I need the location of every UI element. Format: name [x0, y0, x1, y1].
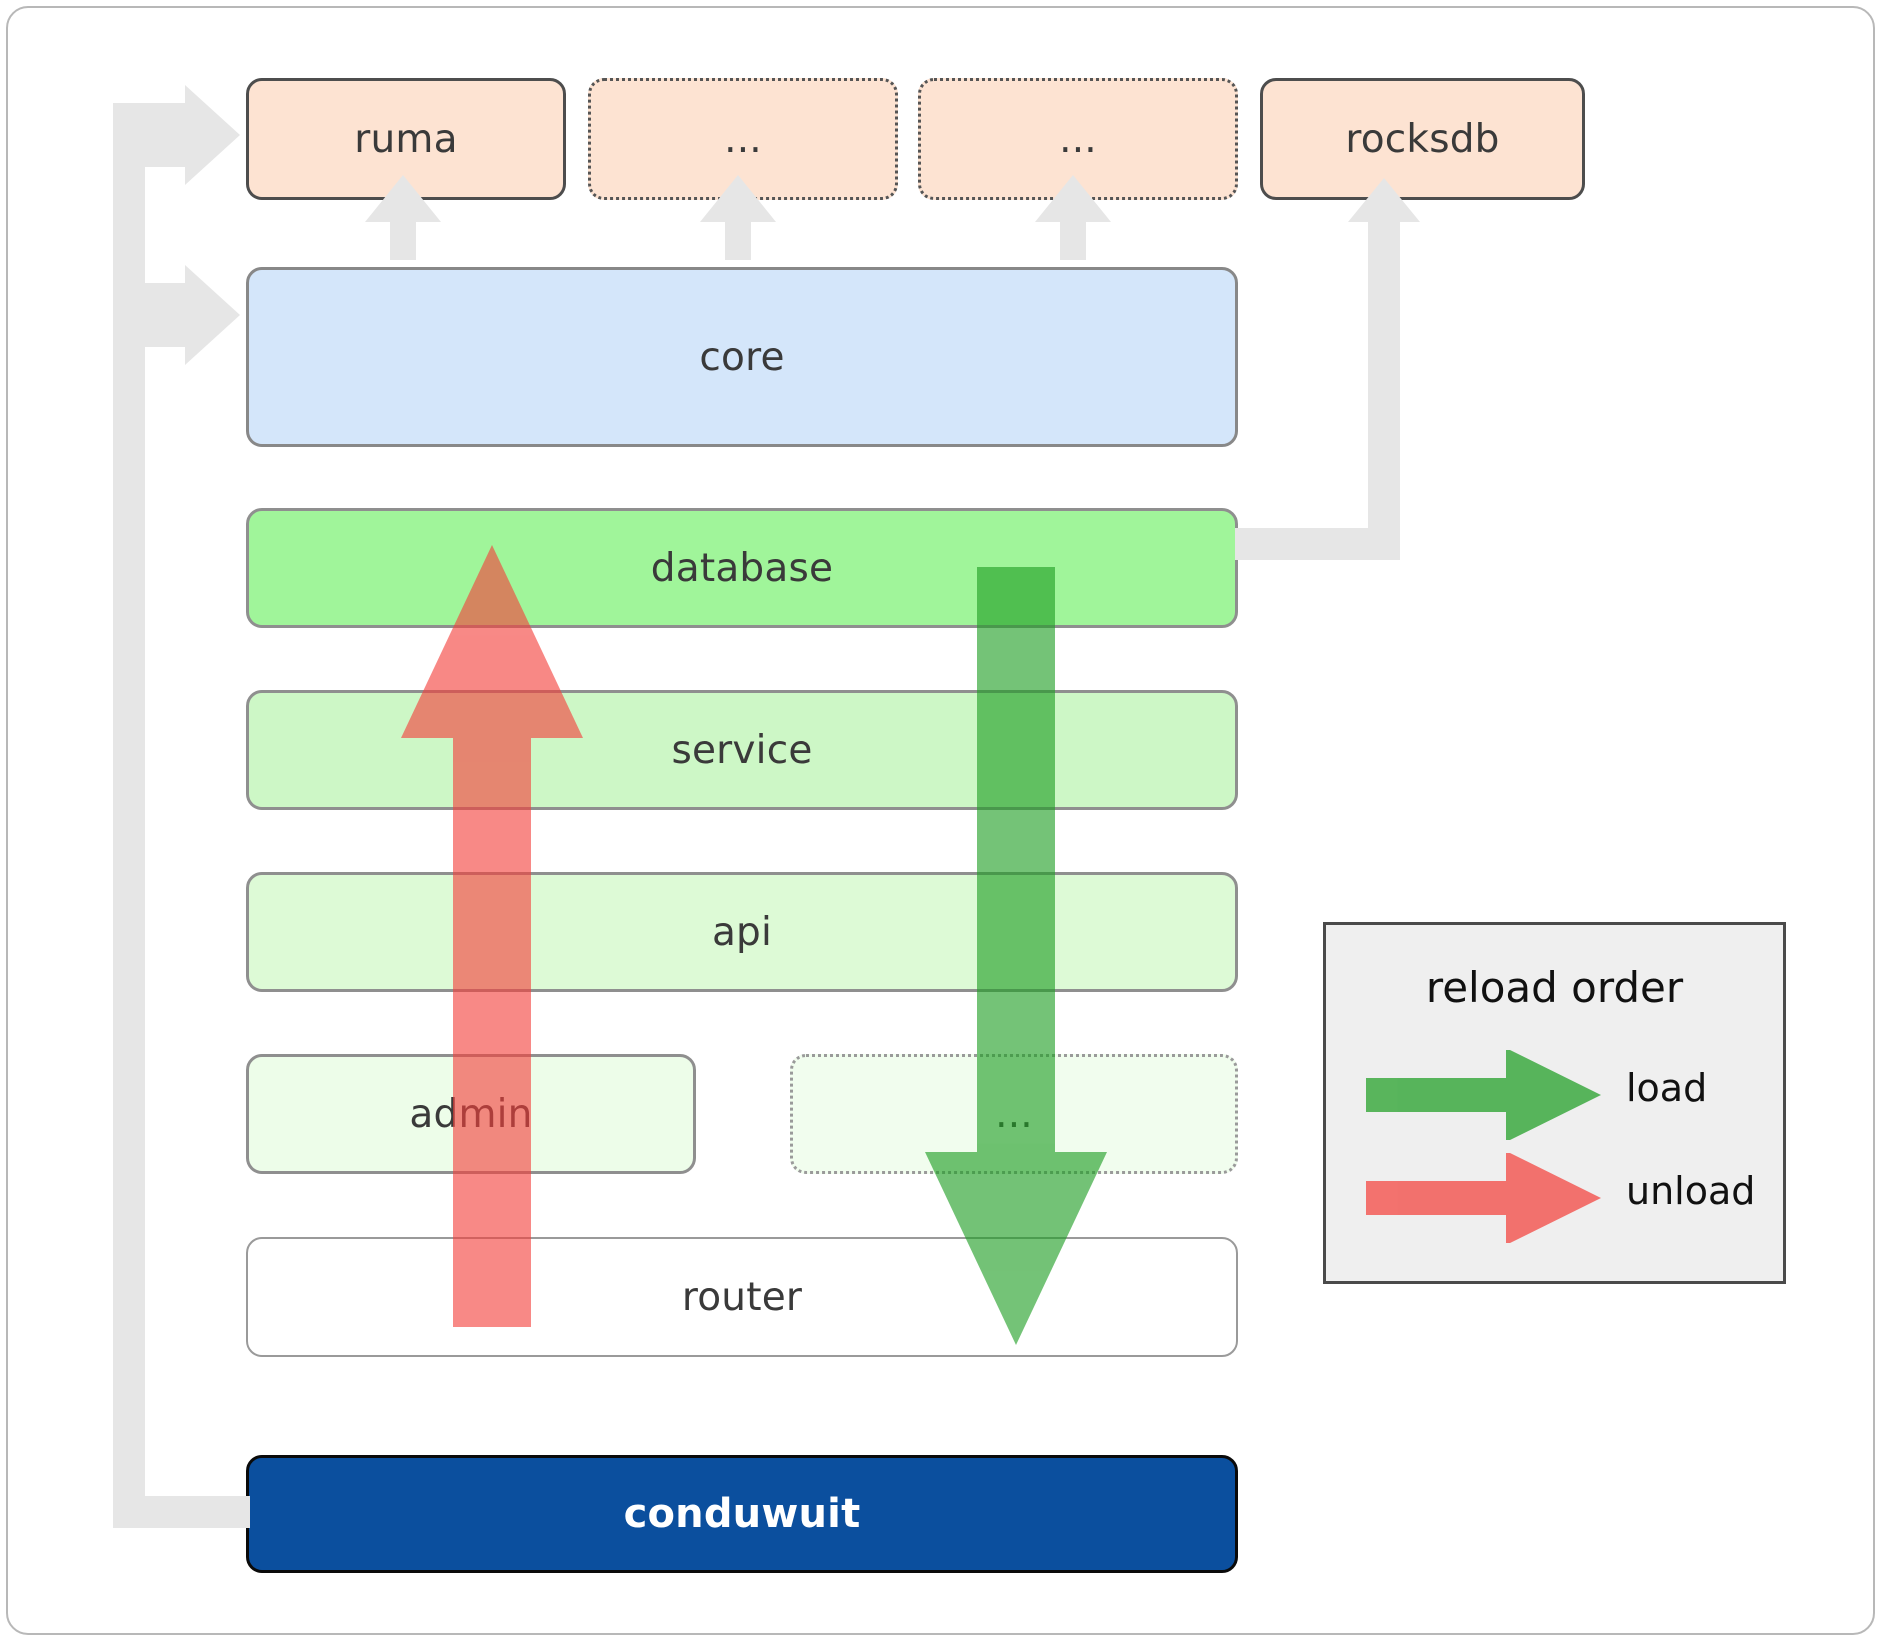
crate-box-router[interactable]: router [246, 1237, 1238, 1357]
dependency-box-placeholder-2[interactable]: ... [918, 78, 1238, 200]
legend-label-load: load [1626, 1066, 1708, 1110]
crate-box-conduwuit[interactable]: conduwuit [246, 1455, 1238, 1573]
crate-box-admin[interactable]: admin [246, 1054, 696, 1174]
dependency-box-placeholder-1[interactable]: ... [588, 78, 898, 200]
legend-row-unload: unload [1326, 1153, 1783, 1243]
crate-box-placeholder-3[interactable]: ... [790, 1054, 1238, 1174]
legend-panel: reload order load unload [1323, 922, 1786, 1284]
crate-label-admin: admin [409, 1091, 533, 1137]
crate-label-conduwuit: conduwuit [623, 1491, 861, 1537]
crate-label-api: api [711, 909, 773, 955]
dependency-label-rocksdb: rocksdb [1345, 116, 1500, 162]
crate-label-service: service [671, 727, 813, 773]
crate-label-placeholder-3: ... [995, 1091, 1033, 1137]
dependency-label-ruma: ruma [354, 116, 458, 162]
crate-box-core[interactable]: core [246, 267, 1238, 447]
legend-unload-arrow-icon [1366, 1153, 1601, 1243]
crate-label-database: database [650, 545, 834, 591]
dependency-box-ruma[interactable]: ruma [246, 78, 566, 200]
crate-box-database[interactable]: database [246, 508, 1238, 628]
crate-box-api[interactable]: api [246, 872, 1238, 992]
crate-label-router: router [681, 1274, 803, 1320]
dependency-label-placeholder-2: ... [1059, 116, 1097, 162]
legend-title: reload order [1425, 963, 1684, 1012]
dependency-label-placeholder-1: ... [724, 116, 762, 162]
crate-label-core: core [699, 334, 785, 380]
legend-row-load: load [1326, 1050, 1783, 1140]
legend-load-arrow-icon [1366, 1050, 1601, 1140]
diagram-frame [6, 6, 1875, 1635]
legend-label-unload: unload [1626, 1169, 1756, 1213]
dependency-box-rocksdb[interactable]: rocksdb [1260, 78, 1585, 200]
crate-box-service[interactable]: service [246, 690, 1238, 810]
